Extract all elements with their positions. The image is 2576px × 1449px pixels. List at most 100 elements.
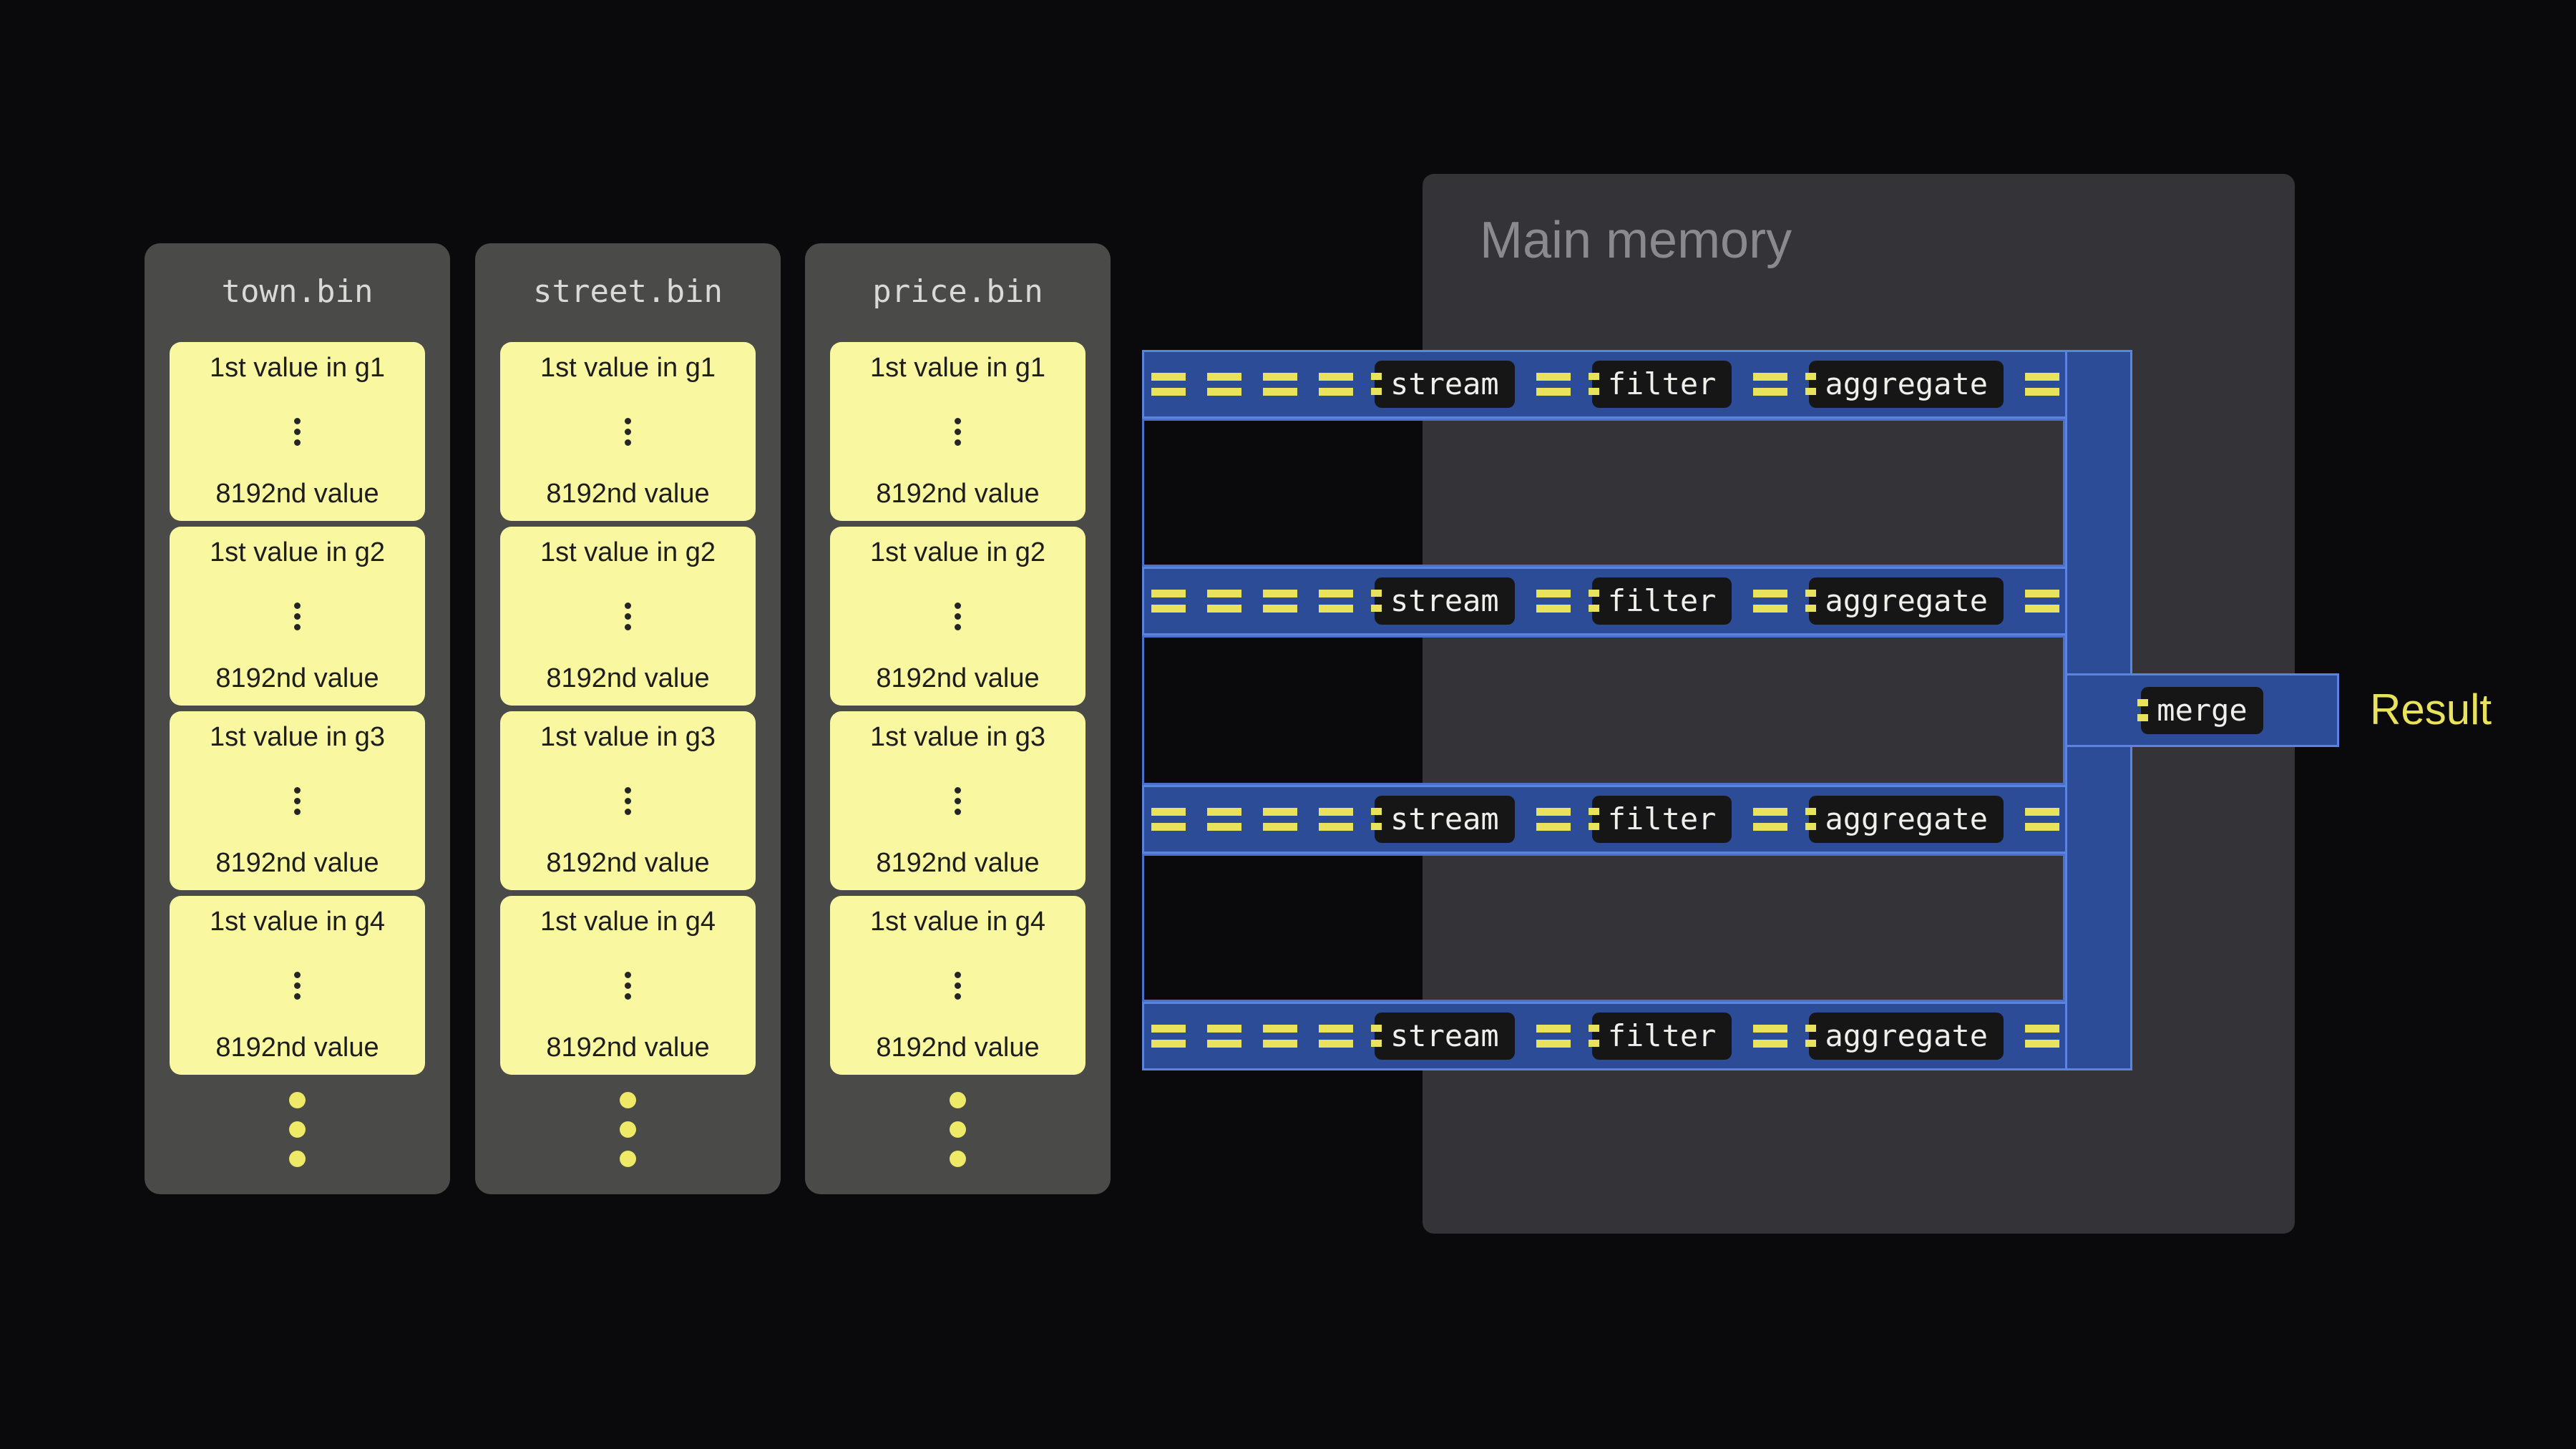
card-last-value: 8192nd value xyxy=(215,479,379,509)
ellipsis-vertical-icon xyxy=(955,967,961,1004)
card-last-value: 8192nd value xyxy=(876,663,1040,694)
pipeline-lane-2: stream filter aggregate xyxy=(1142,567,2132,635)
card-last-value: 8192nd value xyxy=(876,479,1040,509)
main-memory-title: Main memory xyxy=(1480,212,1792,269)
dash-icon xyxy=(1207,1025,1241,1048)
card-first-value: 1st value in g4 xyxy=(869,907,1046,937)
aggregate-badge: aggregate xyxy=(1805,577,2004,625)
card-first-value: 1st value in g1 xyxy=(209,353,386,383)
card-first-value: 1st value in g4 xyxy=(540,907,716,937)
aggregate-badge: aggregate xyxy=(1805,1013,2004,1060)
dash-icon xyxy=(2025,590,2060,613)
filter-badge: filter xyxy=(1588,1013,1732,1060)
dash-icon xyxy=(1536,1025,1571,1048)
pipeline-lane-4: stream filter aggregate xyxy=(1142,1002,2132,1070)
pipeline-lane-1: stream filter aggregate xyxy=(1142,350,2132,419)
dash-icon xyxy=(1319,1025,1353,1048)
dash-icon xyxy=(1151,373,1186,396)
file-title: price.bin xyxy=(872,273,1043,310)
result-label: Result xyxy=(2370,686,2492,733)
ellipsis-vertical-icon xyxy=(955,783,961,819)
group-card-g1: 1st value in g1 8192nd value xyxy=(170,342,425,521)
dash-icon xyxy=(1263,373,1297,396)
card-last-value: 8192nd value xyxy=(876,848,1040,879)
filter-badge: filter xyxy=(1588,577,1732,625)
dash-icon xyxy=(1207,808,1241,831)
aggregate-badge: aggregate xyxy=(1805,361,2004,408)
file-panel-price: price.bin 1st value in g1 8192nd value 1… xyxy=(805,243,1111,1194)
merge-badge: merge xyxy=(2137,686,2263,734)
dash-icon xyxy=(1151,590,1186,613)
ellipsis-vertical-icon xyxy=(955,598,961,635)
dash-icon xyxy=(1151,1025,1186,1048)
card-first-value: 1st value in g1 xyxy=(540,353,716,383)
dash-icon xyxy=(1319,590,1353,613)
dash-icon xyxy=(2025,1025,2060,1048)
group-card-g2: 1st value in g2 8192nd value xyxy=(170,527,425,706)
dash-icon xyxy=(1263,590,1297,613)
card-first-value: 1st value in g3 xyxy=(869,722,1046,752)
card-last-value: 8192nd value xyxy=(876,1033,1040,1063)
dash-icon xyxy=(1536,590,1571,613)
more-groups-ellipsis-icon xyxy=(620,1079,636,1167)
group-card-g3: 1st value in g3 8192nd value xyxy=(170,711,425,890)
ellipsis-vertical-icon xyxy=(294,967,301,1004)
card-first-value: 1st value in g3 xyxy=(540,722,716,752)
dash-icon xyxy=(1263,808,1297,831)
aggregate-badge: aggregate xyxy=(1805,796,2004,843)
dash-icon xyxy=(1753,1025,1788,1048)
dash-icon xyxy=(1536,808,1571,831)
dash-icon xyxy=(1536,373,1571,396)
dash-icon xyxy=(1753,590,1788,613)
group-card-g4: 1st value in g4 8192nd value xyxy=(500,896,756,1075)
group-card-g3: 1st value in g3 8192nd value xyxy=(500,711,756,890)
ellipsis-vertical-icon xyxy=(294,783,301,819)
dash-icon xyxy=(1207,373,1241,396)
group-card-g1: 1st value in g1 8192nd value xyxy=(830,342,1085,521)
dash-icon xyxy=(2025,373,2060,396)
merge-connector-stub: merge xyxy=(2065,673,2339,747)
stream-badge: stream xyxy=(1371,796,1515,843)
ellipsis-vertical-icon xyxy=(955,414,961,450)
group-card-g4: 1st value in g4 8192nd value xyxy=(170,896,425,1075)
card-last-value: 8192nd value xyxy=(546,848,710,879)
group-cards: 1st value in g1 8192nd value 1st value i… xyxy=(170,342,425,1075)
ellipsis-vertical-icon xyxy=(294,414,301,450)
ellipsis-vertical-icon xyxy=(625,598,631,635)
card-first-value: 1st value in g2 xyxy=(209,537,386,567)
card-first-value: 1st value in g4 xyxy=(209,907,386,937)
card-last-value: 8192nd value xyxy=(215,663,379,694)
file-panel-town: town.bin 1st value in g1 8192nd value 1s… xyxy=(145,243,450,1194)
more-groups-ellipsis-icon xyxy=(289,1079,306,1167)
file-title: town.bin xyxy=(221,273,374,310)
group-card-g3: 1st value in g3 8192nd value xyxy=(830,711,1085,890)
group-cards: 1st value in g1 8192nd value 1st value i… xyxy=(500,342,756,1075)
card-last-value: 8192nd value xyxy=(215,848,379,879)
file-panel-street: street.bin 1st value in g1 8192nd value … xyxy=(475,243,781,1194)
stream-badge: stream xyxy=(1371,577,1515,625)
dash-icon xyxy=(1263,1025,1297,1048)
ellipsis-vertical-icon xyxy=(294,598,301,635)
dash-icon xyxy=(1753,373,1788,396)
ellipsis-vertical-icon xyxy=(625,414,631,450)
file-title: street.bin xyxy=(533,273,723,310)
more-groups-ellipsis-icon xyxy=(950,1079,966,1167)
dash-icon xyxy=(1151,808,1186,831)
card-last-value: 8192nd value xyxy=(546,479,710,509)
stream-badge: stream xyxy=(1371,361,1515,408)
group-card-g2: 1st value in g2 8192nd value xyxy=(500,527,756,706)
card-last-value: 8192nd value xyxy=(215,1033,379,1063)
group-card-g2: 1st value in g2 8192nd value xyxy=(830,527,1085,706)
pipeline-lane-3: stream filter aggregate xyxy=(1142,785,2132,854)
card-first-value: 1st value in g2 xyxy=(869,537,1046,567)
card-first-value: 1st value in g3 xyxy=(209,722,386,752)
ellipsis-vertical-icon xyxy=(625,783,631,819)
group-card-g4: 1st value in g4 8192nd value xyxy=(830,896,1085,1075)
dash-icon xyxy=(1319,373,1353,396)
stream-badge: stream xyxy=(1371,1013,1515,1060)
dash-icon xyxy=(1753,808,1788,831)
card-first-value: 1st value in g1 xyxy=(869,353,1046,383)
card-first-value: 1st value in g2 xyxy=(540,537,716,567)
filter-badge: filter xyxy=(1588,361,1732,408)
